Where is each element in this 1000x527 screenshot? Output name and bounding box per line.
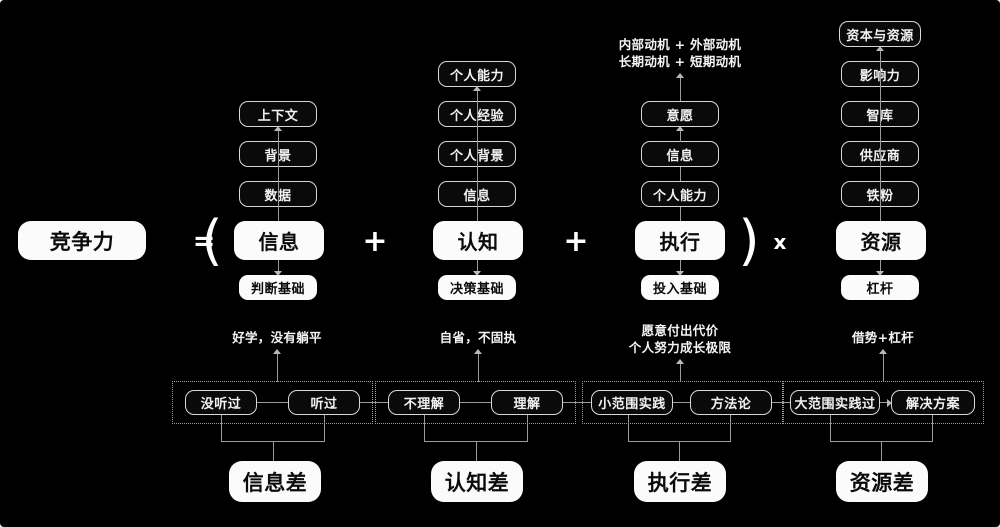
paren-open: ( xyxy=(201,209,223,272)
connector-execution-stack-2 xyxy=(679,167,681,181)
caption-execution-gap-line2: 个人努力成长极限 xyxy=(628,340,732,355)
connector-execution-motivation xyxy=(674,73,687,101)
connector-resources-gap-stem xyxy=(880,441,882,462)
connector-execution-gap-pair xyxy=(673,402,690,404)
gap-box-information-0: 没听过 xyxy=(185,390,257,415)
connector-execution-stack-1 xyxy=(674,126,687,142)
connector-information-gap-left-down xyxy=(221,415,223,442)
connector-cognition-gap-left-down xyxy=(424,415,426,442)
caption-information-gap: 好学，没有躺平 xyxy=(232,330,322,345)
connector-cognition-stack xyxy=(471,86,484,222)
connector-cognition-gap-pair xyxy=(460,402,491,404)
connector-cognition-below xyxy=(471,260,484,276)
connector-resources-gap-right-down xyxy=(932,415,934,442)
main-box-resources: 资源 xyxy=(836,221,926,260)
main-box-execution: 执行 xyxy=(635,221,725,260)
connector-information-stack xyxy=(272,126,285,222)
connector-cognition-gap-caption xyxy=(472,349,485,382)
col-information-stack-0: 上下文 xyxy=(239,101,317,127)
main-box-cognition: 认知 xyxy=(433,221,523,260)
connector-resources-gap-caption xyxy=(877,349,890,382)
connector-resources-gap-pair xyxy=(880,397,892,409)
operator-plus-1: + xyxy=(362,223,388,259)
connector-link-cognition-execution xyxy=(563,402,591,404)
caption-cognition-gap: 自省，不固执 xyxy=(439,330,517,345)
gap-box-cognition-0: 不理解 xyxy=(388,390,460,415)
gap-result-information: 信息差 xyxy=(229,461,321,502)
gap-box-execution-1: 方法论 xyxy=(690,390,772,415)
operator-times: x xyxy=(773,230,787,254)
below-box-information: 判断基础 xyxy=(239,275,317,300)
connector-execution-below xyxy=(674,260,687,276)
connector-information-gap-pair xyxy=(257,402,288,404)
gap-box-cognition-1: 理解 xyxy=(491,390,563,415)
connector-execution-gap-left-down xyxy=(628,415,630,442)
caption-execution-gap-line1: 愿意付出代价 xyxy=(641,323,719,338)
result-box-competitiveness: 竞争力 xyxy=(18,221,146,260)
gap-box-resources-1: 解决方案 xyxy=(891,390,975,415)
below-box-execution: 投入基础 xyxy=(641,275,719,300)
connector-link-information-cognition xyxy=(360,402,388,404)
connector-cognition-gap-stem xyxy=(475,441,477,462)
connector-resources-gap-left-down xyxy=(830,415,832,442)
operator-plus-2: + xyxy=(563,223,589,259)
gap-result-resources: 资源差 xyxy=(836,461,928,502)
connector-information-gap-right-down xyxy=(324,415,326,442)
col-cognition-stack-0: 个人能力 xyxy=(438,61,516,87)
col-execution-stack-1: 信息 xyxy=(641,141,719,167)
col-resources-stack-0: 资本与资源 xyxy=(839,21,921,47)
gap-result-cognition: 认知差 xyxy=(431,461,523,502)
operator-equals: = xyxy=(192,225,216,257)
connector-execution-stack-3 xyxy=(679,207,681,221)
caption-execution-motivation-line1: 内部动机 + 外部动机 xyxy=(618,37,742,52)
col-execution-stack-0: 意愿 xyxy=(641,101,719,127)
connector-link-execution-resources xyxy=(772,402,790,404)
paren-close: ) xyxy=(738,209,760,272)
connector-information-gap-caption xyxy=(271,349,284,382)
connector-information-below xyxy=(272,260,285,276)
gap-box-information-1: 听过 xyxy=(288,390,360,415)
connector-execution-gap-caption xyxy=(674,359,687,382)
gap-box-execution-0: 小范围实践 xyxy=(591,390,673,415)
gap-box-resources-0: 大范围实践过 xyxy=(790,390,880,415)
connector-execution-gap-right-down xyxy=(730,415,732,442)
below-box-resources: 杠杆 xyxy=(841,275,919,300)
connector-resources-below xyxy=(874,260,887,276)
caption-execution-motivation-line2: 长期动机 + 短期动机 xyxy=(618,54,742,69)
col-execution-stack-2: 个人能力 xyxy=(641,181,719,207)
connector-information-gap-stem xyxy=(272,441,274,462)
connector-execution-gap-stem xyxy=(678,441,680,462)
connector-resources-stack xyxy=(874,46,887,222)
main-box-information: 信息 xyxy=(234,221,324,260)
gap-result-execution: 执行差 xyxy=(634,461,726,502)
below-box-cognition: 决策基础 xyxy=(438,275,516,300)
caption-resources-gap: 借势+杠杆 xyxy=(852,330,914,345)
connector-cognition-gap-right-down xyxy=(527,415,529,442)
